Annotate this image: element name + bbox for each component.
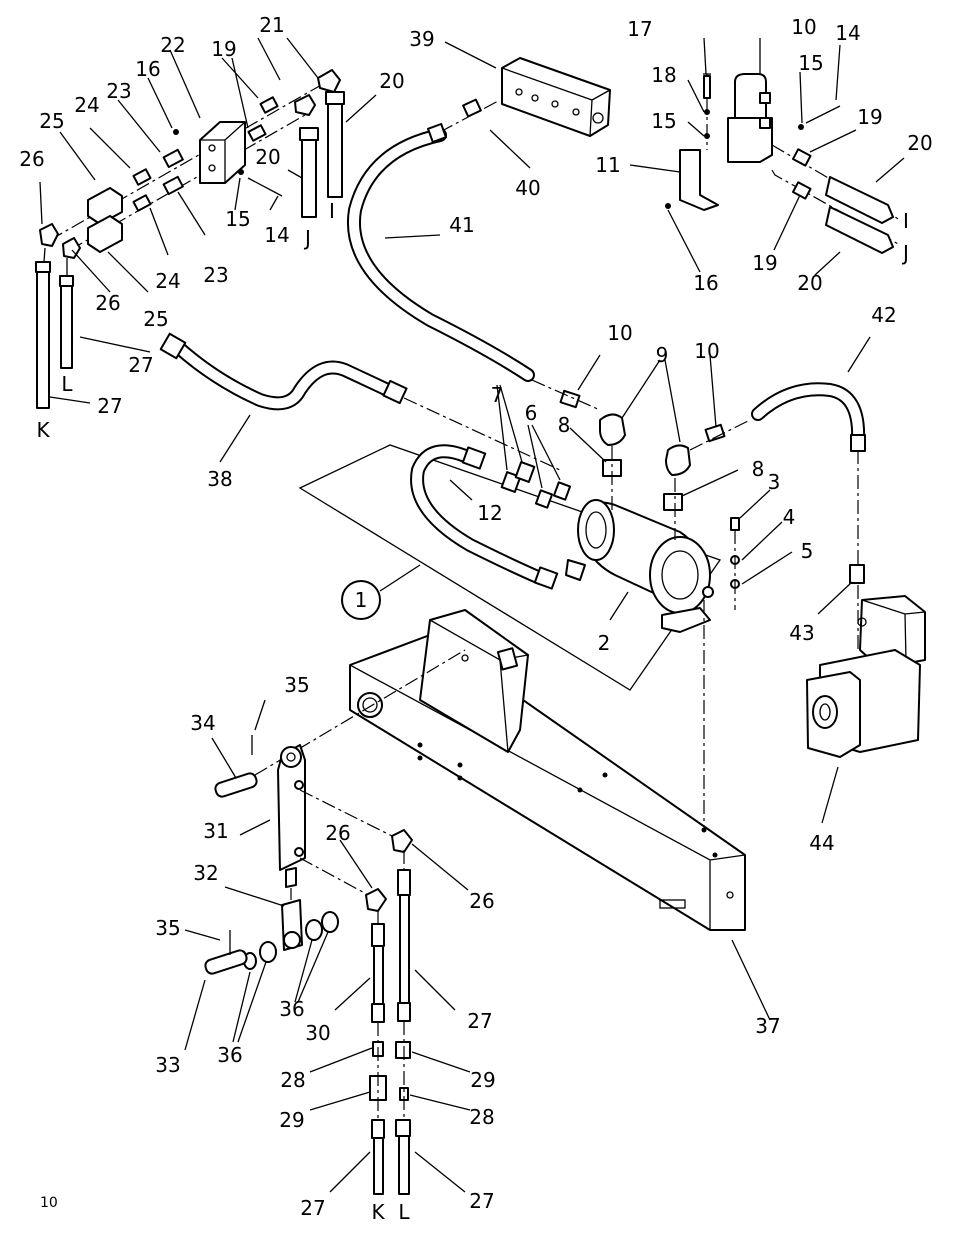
- label-37: 37: [755, 1014, 780, 1038]
- label-36a: 36: [217, 1043, 242, 1067]
- letter-K-a: K: [36, 418, 50, 442]
- label-26d: 26: [469, 889, 494, 913]
- label-38: 38: [207, 467, 232, 491]
- letter-L-b: L: [398, 1200, 410, 1224]
- label-34: 34: [190, 711, 215, 735]
- label-11: 12: [477, 501, 502, 525]
- label-27b: 27: [97, 394, 122, 418]
- letter-I-b: I: [903, 209, 909, 233]
- label-41: 41: [449, 213, 474, 237]
- label-14b: 14: [835, 21, 860, 45]
- letter-J-b: J: [901, 241, 909, 265]
- label-17: 17: [627, 17, 652, 41]
- label-44: 44: [809, 831, 834, 855]
- label-7: 7: [491, 383, 504, 407]
- label-26a: 26: [19, 147, 44, 171]
- label-26c: 26: [325, 821, 350, 845]
- label-2: 2: [598, 631, 611, 655]
- letter-J-a: J: [303, 226, 311, 250]
- bottom-hose-stacks: [365, 829, 413, 1195]
- label-9: 9: [656, 343, 669, 367]
- label-25a: 25: [39, 109, 64, 133]
- label-28b: 28: [469, 1105, 494, 1129]
- label-16b: 16: [693, 271, 718, 295]
- label-39: 39: [409, 27, 434, 51]
- leader-lines: [39, 37, 905, 1193]
- label-8b: 8: [752, 457, 765, 481]
- label-4: 4: [783, 505, 796, 529]
- label-35a: 35: [284, 673, 309, 697]
- label-15a: 15: [225, 207, 250, 231]
- label-29a: 29: [470, 1068, 495, 1092]
- letter-K-b: K: [371, 1200, 385, 1224]
- cooler-assembly-2: [298, 379, 751, 830]
- label-23b: 23: [203, 263, 228, 287]
- label-40: 40: [515, 176, 540, 200]
- page-number: 10: [40, 1195, 58, 1211]
- label-36b: 36: [279, 997, 304, 1021]
- label-10a: 10: [607, 321, 632, 345]
- label-16a: 16: [135, 57, 160, 81]
- label-32: 32: [193, 861, 218, 885]
- label-33: 33: [155, 1053, 180, 1077]
- label-31: 31: [203, 819, 228, 843]
- label-30: 30: [305, 1021, 330, 1045]
- label-19b: 19: [857, 105, 882, 129]
- label-15c: 15: [798, 51, 823, 75]
- label-26b: 26: [95, 291, 120, 315]
- label-20d: 20: [797, 271, 822, 295]
- letter-L-a: L: [61, 372, 73, 396]
- label-20a: 20: [379, 69, 404, 93]
- valve-assembly-12: [665, 73, 901, 254]
- label-15b: 15: [651, 109, 676, 133]
- label-19a: 19: [211, 37, 236, 61]
- label-6: 6: [525, 401, 538, 425]
- left-manifold-assembly: [35, 69, 345, 409]
- label-21: 21: [259, 13, 284, 37]
- cylinder-31-assembly: [204, 649, 466, 975]
- label-5: 5: [801, 539, 814, 563]
- label-35b: 35: [155, 916, 180, 940]
- label-20b: 20: [255, 145, 280, 169]
- label-27c: 27: [467, 1009, 492, 1033]
- label-27d: 27: [300, 1196, 325, 1220]
- label-24a: 24: [74, 93, 99, 117]
- label-27e: 27: [469, 1189, 494, 1213]
- label-25b: 25: [143, 307, 168, 331]
- label-14a: 14: [264, 223, 289, 247]
- label-8a: 8: [558, 413, 571, 437]
- part-labels: 21 22 19 16 23 24 25 26 20 20 I J 15 14 …: [19, 13, 932, 1224]
- label-42: 42: [871, 303, 896, 327]
- label-29b: 29: [279, 1108, 304, 1132]
- hose-42-and-pump-44: [751, 382, 926, 758]
- label-24b: 24: [155, 269, 180, 293]
- label-22: 22: [160, 33, 185, 57]
- label-27a: 27: [128, 353, 153, 377]
- label-23a: 23: [106, 79, 131, 103]
- label-18: 18: [651, 63, 676, 87]
- label-20c: 20: [907, 131, 932, 155]
- callout-1-label: 1: [355, 588, 368, 612]
- label-12: 10: [791, 15, 816, 39]
- hose-38: [159, 332, 561, 471]
- label-28a: 28: [280, 1068, 305, 1092]
- label-3: 3: [768, 470, 781, 494]
- letter-I-a: I: [329, 199, 335, 223]
- manifold-block-39-and-hose-41: [347, 57, 611, 382]
- label-10b: 10: [694, 339, 719, 363]
- label-13: 11: [595, 153, 620, 177]
- callout-1: 1: [341, 564, 421, 620]
- label-19c: 19: [752, 251, 777, 275]
- frame-37: [349, 609, 746, 931]
- label-43: 43: [789, 621, 814, 645]
